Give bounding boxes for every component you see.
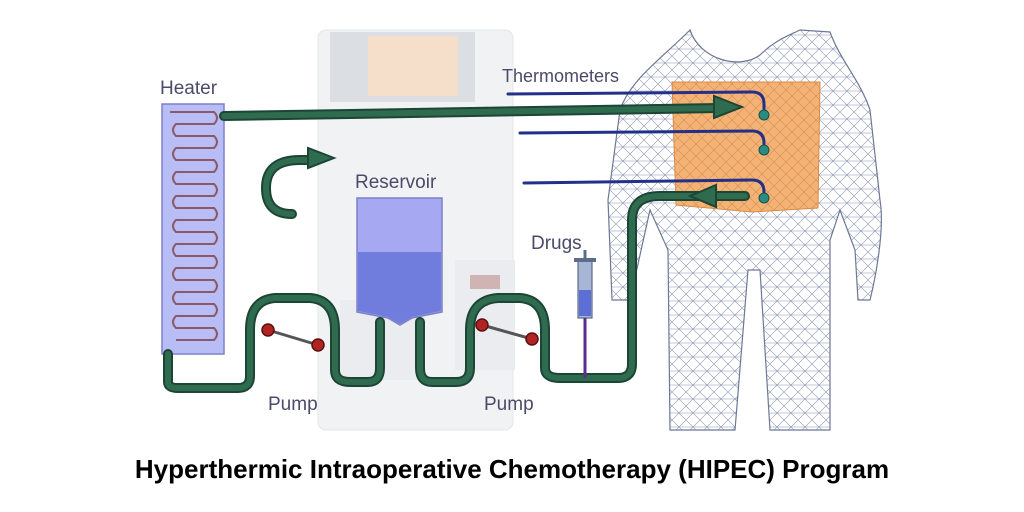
reservoir-label: Reservoir <box>355 172 437 193</box>
pump-left-label: Pump <box>268 394 318 415</box>
pump-right-label: Pump <box>484 394 534 415</box>
inflow-arrowhead <box>713 94 745 120</box>
patient-body <box>607 28 882 431</box>
pump-left-rollers <box>261 323 325 352</box>
heater <box>161 103 225 355</box>
return-arrowhead <box>307 146 337 170</box>
drugs-label: Drugs <box>531 233 582 254</box>
heater-label: Heater <box>160 78 218 99</box>
tubing-circuit <box>163 103 750 393</box>
thermometers-label: Thermometers <box>502 66 620 86</box>
reservoir-liquid <box>358 252 441 324</box>
thermometer-wires <box>506 90 766 200</box>
heater-coil <box>170 111 218 341</box>
reservoir <box>356 197 443 326</box>
diagram-caption: Hyperthermic Intraoperative Chemotherapy… <box>134 454 890 484</box>
outflow-arrowhead <box>687 183 717 209</box>
drug-syringe <box>574 250 596 378</box>
thermometer-sensors <box>758 109 770 204</box>
pump-right-rollers <box>475 318 539 346</box>
flow-arrows <box>307 94 745 209</box>
